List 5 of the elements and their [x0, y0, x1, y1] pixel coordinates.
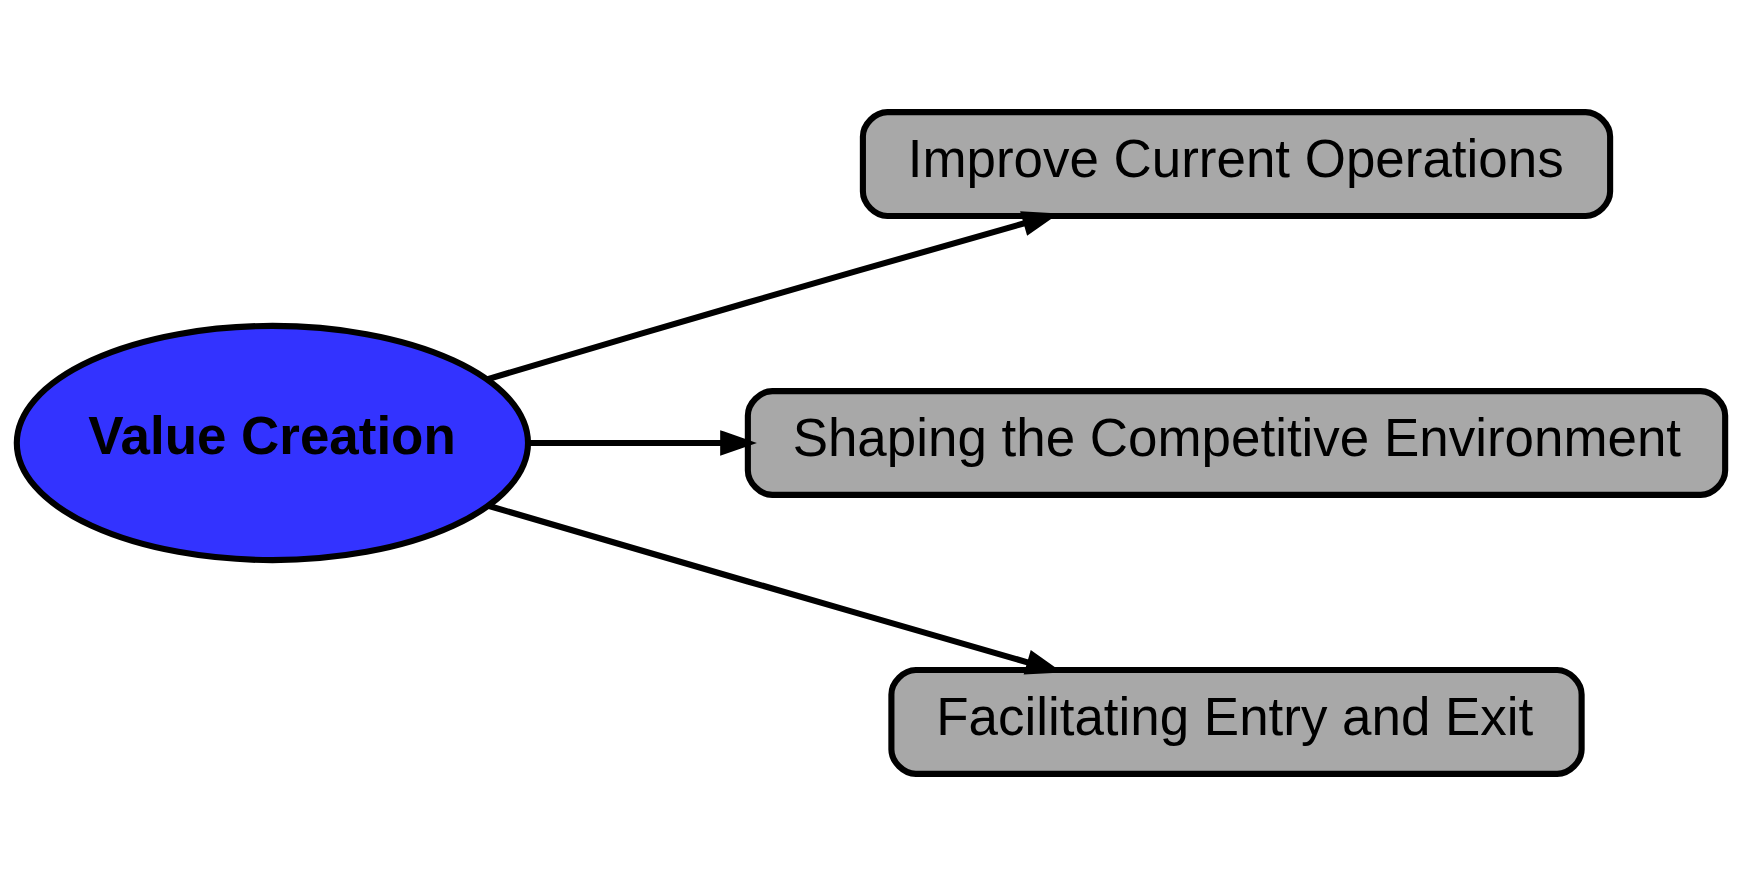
node-box: Improve Current Operations: [859, 108, 1614, 219]
node-box: Shaping the Competitive Environment: [744, 387, 1729, 498]
node-box: Facilitating Entry and Exit: [888, 666, 1585, 777]
arrow: [528, 429, 757, 456]
node-ellipse: Value Creation: [13, 322, 532, 563]
